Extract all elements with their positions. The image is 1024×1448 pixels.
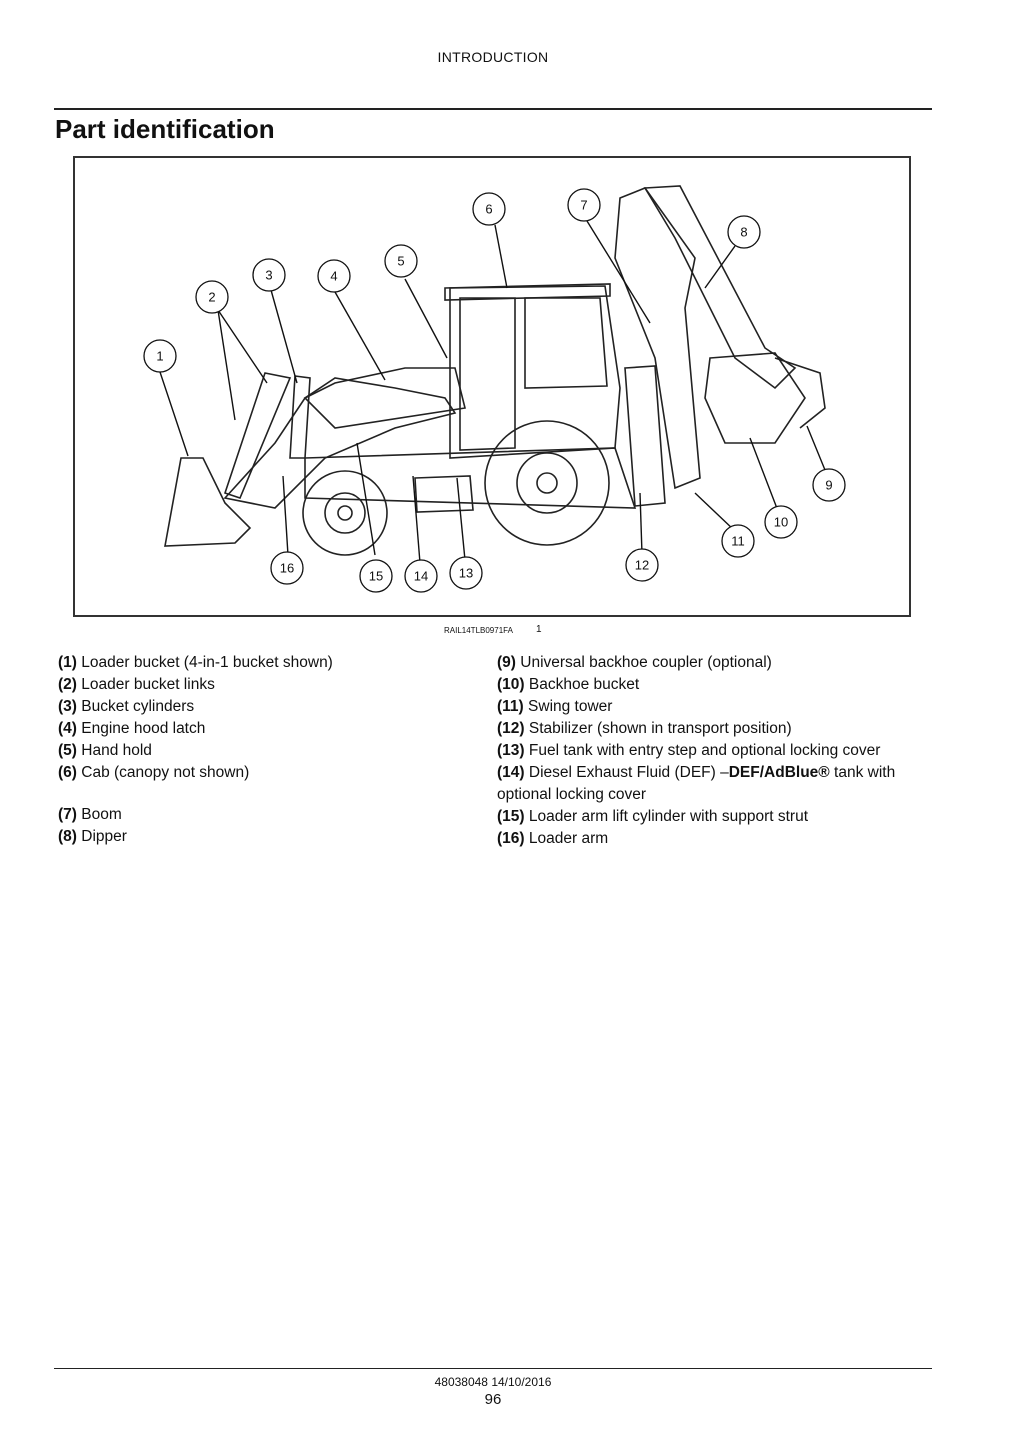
- figure-number: 1: [536, 624, 542, 635]
- legend-text: Universal backhoe coupler (optional): [520, 654, 772, 671]
- legend-number: (1): [58, 654, 77, 671]
- legend-number: (8): [58, 828, 77, 845]
- backhoe-loader-drawing: 1 2 3 4 5 6 7 8 9 10 11 12 13 14 15 16: [143, 185, 846, 593]
- callout-label: 6: [485, 202, 492, 217]
- legend-text: Dipper: [81, 828, 127, 845]
- legend-bold-term: DEF/AdBlue®: [728, 764, 830, 781]
- legend-number: (14): [497, 764, 525, 781]
- legend-text: Engine hood latch: [81, 720, 206, 737]
- callout-label: 5: [397, 254, 404, 269]
- legend-item: (15) Loader arm lift cylinder with suppo…: [497, 806, 927, 828]
- legend-item: (11) Swing tower: [497, 696, 927, 718]
- legend-text: Loader bucket (4-in-1 bucket shown): [81, 654, 333, 671]
- legend-number: (13): [497, 742, 525, 759]
- front-wheel: [302, 470, 388, 556]
- legend-text: Boom: [81, 806, 122, 823]
- loader-arm-shape: [223, 377, 457, 509]
- legend-item: (10) Backhoe bucket: [497, 674, 927, 696]
- dipper-shape: [643, 185, 797, 390]
- footer-document-id: 48038048 14/10/2016: [434, 1375, 552, 1389]
- legend-item: (9) Universal backhoe coupler (optional): [497, 652, 927, 674]
- legend-item: (16) Loader arm: [497, 828, 927, 850]
- legend-item: (1) Loader bucket (4-in-1 bucket shown): [58, 652, 478, 674]
- legend-item: (7) Boom: [58, 804, 478, 826]
- legend-text: Cab (canopy not shown): [81, 764, 250, 781]
- legend-item: (6) Cab (canopy not shown): [58, 762, 478, 784]
- legend-item: (4) Engine hood latch: [58, 718, 478, 740]
- engine-hood-shape: [303, 367, 466, 429]
- legend-text: Fuel tank with entry step and optional l…: [528, 742, 881, 759]
- legend-text: Backhoe bucket: [528, 676, 640, 693]
- legend-number: (15): [497, 808, 525, 825]
- legend-item: (5) Hand hold: [58, 740, 478, 762]
- legend-item: (13) Fuel tank with entry step and optio…: [497, 740, 927, 762]
- callout-label: 14: [414, 569, 428, 584]
- legend-text: Loader bucket links: [81, 676, 215, 693]
- callout-label: 11: [731, 534, 745, 549]
- backhoe-bucket-shape: [704, 352, 806, 444]
- callout-label: 16: [280, 561, 294, 576]
- legend-item: (3) Bucket cylinders: [58, 696, 478, 718]
- legend-text: Diesel Exhaust Fluid (DEF) –: [528, 764, 729, 781]
- legend-text: Swing tower: [528, 698, 613, 715]
- footer-rule: [54, 1368, 932, 1369]
- callout-label: 8: [740, 225, 747, 240]
- stabilizer-shape: [624, 365, 666, 507]
- callout-label: 15: [369, 569, 383, 584]
- section-title: Part identification: [55, 114, 275, 144]
- page-number: 96: [484, 1391, 502, 1408]
- legend-item: (14) Diesel Exhaust Fluid (DEF) –DEF/AdB…: [497, 762, 927, 806]
- legend-right-column: (9) Universal backhoe coupler (optional)…: [497, 652, 927, 850]
- loader-bucket-shape: [164, 457, 252, 547]
- legend-text: Bucket cylinders: [81, 698, 195, 715]
- legend-text: Stabilizer (shown in transport position): [528, 720, 792, 737]
- callout-label: 10: [774, 515, 788, 530]
- header-rule: [54, 108, 932, 110]
- legend-text: Loader arm lift cylinder with support st…: [528, 808, 809, 825]
- figure-reference-code: RAIL14TLB0971FA: [444, 626, 513, 635]
- legend-number: (5): [58, 742, 77, 759]
- callout-label: 9: [825, 478, 832, 493]
- rear-wheel: [484, 420, 610, 546]
- legend-number: (11): [497, 698, 524, 715]
- legend-number: (6): [58, 764, 77, 781]
- legend-left-column: (1) Loader bucket (4-in-1 bucket shown) …: [58, 652, 478, 848]
- legend-number: (12): [497, 720, 525, 737]
- callout-label: 4: [330, 269, 337, 284]
- legend-number: (9): [497, 654, 516, 671]
- legend-number: (4): [58, 720, 77, 737]
- callout-label: 1: [156, 349, 163, 364]
- legend-text: Loader arm: [528, 830, 609, 847]
- backhoe-loader-illustration: 1 2 3 4 5 6 7 8 9 10 11 12 13 14 15 16: [73, 156, 911, 617]
- legend-number: (2): [58, 676, 77, 693]
- running-header: INTRODUCTION: [437, 49, 549, 65]
- legend-number: (3): [58, 698, 77, 715]
- legend-number: (7): [58, 806, 77, 823]
- boom-shape: [614, 187, 701, 490]
- cab-shape: [449, 285, 621, 459]
- callout-label: 2: [208, 290, 215, 305]
- legend-item: (2) Loader bucket links: [58, 674, 478, 696]
- legend-number: (10): [497, 676, 525, 693]
- legend-number: (16): [497, 830, 525, 847]
- callout-label: 13: [459, 566, 473, 581]
- callout-label: 7: [580, 198, 587, 213]
- legend-text: Hand hold: [81, 742, 152, 759]
- callout-label: 3: [265, 268, 272, 283]
- legend-item: (8) Dipper: [58, 826, 478, 848]
- legend-item: (12) Stabilizer (shown in transport posi…: [497, 718, 927, 740]
- callout-label: 12: [635, 558, 649, 573]
- legend-text: tank with optional locking cover: [497, 764, 896, 803]
